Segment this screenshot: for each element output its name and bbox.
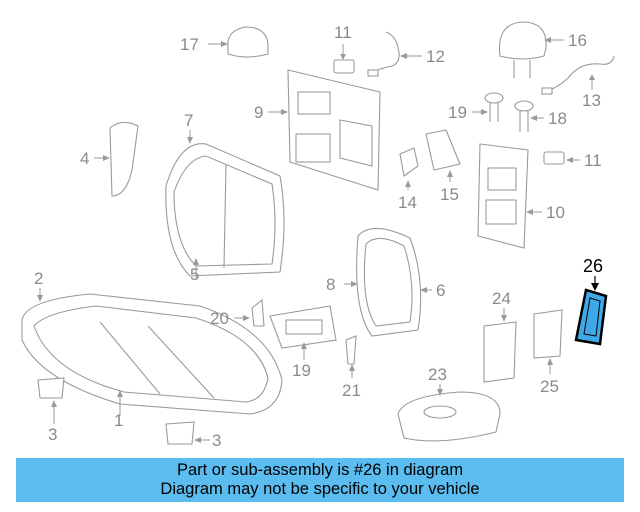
part-10-seatback-frame [477, 143, 542, 249]
callout-16: 16 [568, 31, 587, 50]
callout-10: 10 [546, 203, 565, 222]
callout-22: 21 [342, 381, 361, 400]
callout-19: 19 [448, 103, 467, 122]
callout-14: 14 [398, 193, 417, 212]
part-23-armrest [397, 384, 501, 442]
part-25-cover [533, 309, 563, 374]
callout-26: 26 [583, 256, 604, 276]
callout-11-top: 11 [334, 23, 352, 42]
part-11-clip-top [333, 44, 355, 74]
callout-3-left: 3 [48, 425, 58, 444]
callout-9: 9 [254, 103, 264, 122]
part-22-bolt [345, 335, 357, 378]
part-6-seatback-cushion [344, 227, 432, 337]
part-17-headrest [208, 26, 269, 58]
callout-3-right: 3 [212, 431, 222, 450]
callout-1: 1 [114, 411, 124, 430]
callout-8: 8 [326, 275, 336, 294]
callout-21: 20 [210, 309, 229, 328]
callout-17: 17 [180, 35, 199, 54]
callout-6: 6 [436, 281, 446, 300]
part-3-clip-right [165, 421, 210, 445]
callout-7: 7 [184, 111, 194, 130]
part-12-cable [367, 31, 422, 77]
part-9-seatback-frame [268, 69, 381, 191]
banner-line-1: Part or sub-assembly is #26 in diagram [176, 461, 464, 479]
part-16-headrest [498, 21, 564, 78]
part-24-cover [483, 308, 517, 383]
part-5-seatback-cushion [165, 130, 285, 278]
callout-2: 2 [34, 269, 44, 288]
part-19-guide [472, 92, 504, 122]
callout-20: 19 [292, 361, 311, 380]
callout-18: 18 [548, 109, 567, 128]
callout-24: 24 [492, 289, 511, 308]
part-1-seat-cushion [21, 288, 283, 416]
callout-11-right: 11 [584, 151, 602, 170]
part-14-latch [399, 147, 419, 190]
info-banner: Part or sub-assembly is #26 in diagram D… [16, 458, 624, 502]
callout-13: 13 [582, 91, 601, 110]
callout-25: 25 [540, 377, 559, 396]
callout-23: 23 [428, 365, 447, 384]
part-13-cable [541, 55, 615, 95]
part-26-highlighted [574, 276, 608, 346]
part-3-clip-left [37, 377, 65, 424]
callout-5: 5 [190, 265, 200, 284]
banner-line-2: Diagram may not be specific to your vehi… [160, 480, 480, 498]
part-20-frame [269, 305, 337, 360]
part-21-bracket [234, 298, 265, 327]
part-11-clip-right [543, 151, 580, 165]
part-15-bracket [425, 129, 461, 182]
callout-4: 4 [80, 149, 90, 168]
part-18-guide [514, 100, 544, 132]
callout-12: 12 [426, 47, 445, 66]
callout-15: 15 [440, 185, 459, 204]
part-4-side-bolster [94, 121, 139, 197]
